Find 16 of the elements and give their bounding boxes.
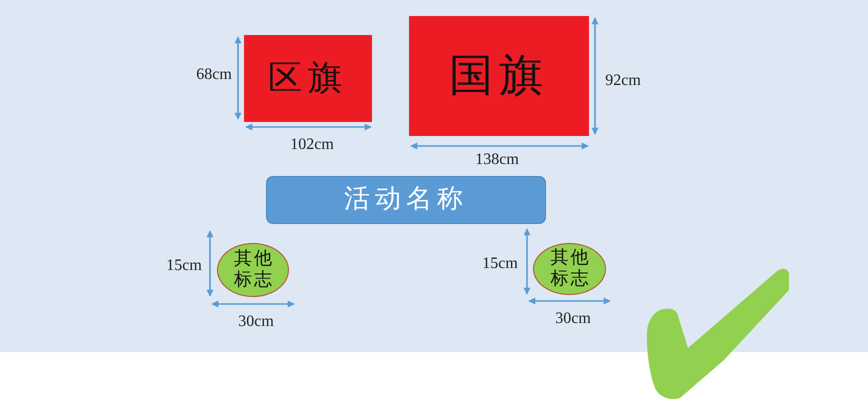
flag-label: 区旗 — [268, 58, 348, 98]
banner-label: 活动名称 — [344, 185, 468, 215]
dimension-label: 102cm — [290, 136, 334, 154]
placeholder-label: 其他标志 — [550, 248, 590, 290]
title-banner — [266, 176, 546, 224]
dimension-label: 92cm — [605, 72, 641, 90]
dimension-label: 30cm — [238, 313, 274, 331]
dimension-label: 15cm — [482, 255, 518, 273]
dimension-label: 138cm — [475, 151, 519, 169]
placeholder-label: 其他标志 — [233, 249, 274, 291]
flag-box — [409, 16, 589, 136]
dimension-label: 68cm — [196, 66, 232, 84]
dimension-label: 30cm — [555, 310, 591, 328]
dimension-label: 15cm — [166, 257, 202, 275]
flag-label: 国旗 — [449, 50, 549, 102]
flag-box — [244, 35, 372, 122]
